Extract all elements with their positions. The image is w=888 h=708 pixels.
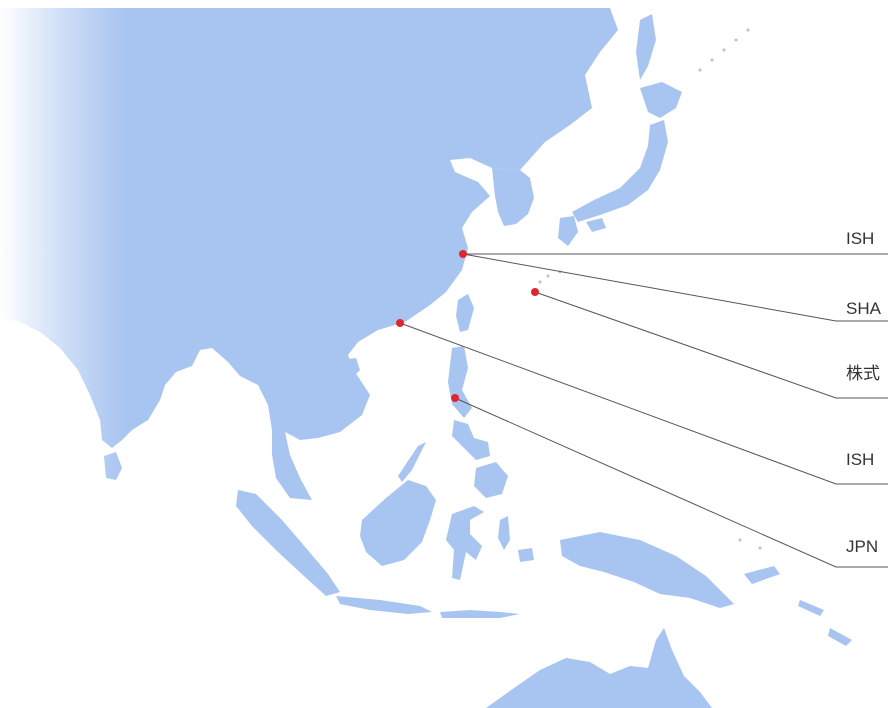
location-marker-shanghai[interactable] bbox=[459, 250, 467, 258]
location-label: ISH bbox=[846, 450, 875, 469]
leader-line-3 bbox=[534, 291, 888, 399]
leader-line-5 bbox=[454, 397, 888, 568]
location-label: JPN bbox=[846, 537, 879, 556]
location-label: ISH bbox=[846, 229, 875, 248]
location-marker-manila[interactable] bbox=[451, 394, 459, 402]
location-marker-xiamen[interactable] bbox=[396, 319, 404, 327]
leader-line-4 bbox=[399, 322, 888, 485]
location-marker-okinawa[interactable] bbox=[531, 288, 539, 296]
location-label: 株式 bbox=[846, 364, 880, 383]
location-label: SHA bbox=[846, 299, 881, 318]
leader-line-2 bbox=[462, 253, 888, 322]
